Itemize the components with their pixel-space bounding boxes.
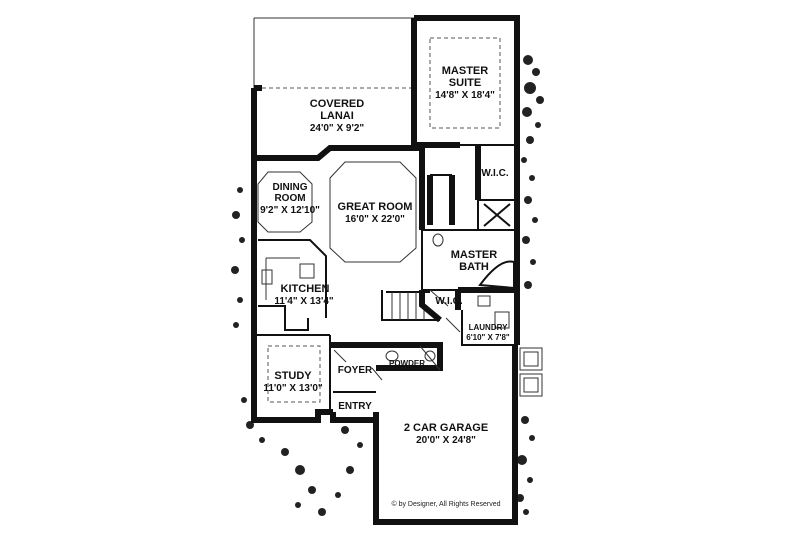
interior-walls	[254, 145, 517, 412]
dining-room-name-2: ROOM	[274, 193, 305, 204]
foyer-name: FOYER	[338, 365, 373, 376]
room-great-room: GREAT ROOM 16'0" X 22'0"	[338, 201, 413, 225]
room-wic-upper: W.I.C.	[481, 168, 508, 179]
entry-name: ENTRY	[338, 401, 372, 412]
room-foyer: FOYER	[338, 365, 373, 376]
covered-lanai-name-2: LANAI	[320, 110, 354, 122]
covered-lanai-outline	[251, 85, 414, 158]
room-entry: ENTRY	[338, 401, 372, 412]
master-bath-name-1: MASTER	[451, 249, 498, 261]
kitchen-size: 11'4" X 13'4"	[274, 296, 334, 307]
ac-units	[519, 347, 543, 397]
laundry-size: 6'10" X 7'8"	[466, 333, 510, 342]
landscaping-right	[516, 55, 544, 515]
great-room-size: 16'0" X 22'0"	[345, 214, 405, 225]
powder-name: POWDER	[389, 359, 425, 368]
kitchen-name: KITCHEN	[281, 283, 330, 295]
garage-size: 20'0" X 24'8"	[416, 435, 476, 446]
room-covered-lanai: COVERED LANAI 24'0" X 9'2"	[310, 98, 365, 134]
covered-lanai-name-1: COVERED	[310, 98, 364, 110]
great-room-name: GREAT ROOM	[338, 201, 413, 213]
dining-room-name-1: DINING	[273, 182, 308, 193]
master-suite-walls	[411, 15, 520, 150]
house-walls	[251, 142, 520, 525]
room-garage: 2 CAR GARAGE 20'0" X 24'8"	[404, 422, 488, 446]
wic-lower-name: W.I.C.	[435, 296, 462, 307]
laundry-name: LAUNDRY	[469, 323, 508, 332]
room-laundry: LAUNDRY 6'10" X 7'8"	[466, 323, 510, 342]
room-master-bath: MASTER BATH	[451, 249, 498, 273]
master-bath-name-2: BATH	[459, 261, 489, 273]
room-dining: DINING ROOM 9'2" X 12'10"	[260, 182, 320, 216]
master-suite-name-1: MASTER	[442, 65, 489, 77]
copyright-text: © by Designer, All Rights Reserved	[391, 500, 500, 508]
room-wic-lower: W.I.C.	[435, 296, 462, 307]
dining-room-size: 9'2" X 12'10"	[260, 205, 320, 216]
garage-name: 2 CAR GARAGE	[404, 422, 488, 434]
room-study: STUDY 11'0" X 13'0"	[263, 370, 323, 394]
study-size: 11'0" X 13'0"	[263, 383, 323, 394]
landscaping-left	[231, 187, 363, 516]
wic-upper-name: W.I.C.	[481, 168, 508, 179]
room-kitchen: KITCHEN 11'4" X 13'4"	[274, 283, 334, 307]
master-suite-name-2: SUITE	[449, 77, 481, 89]
room-master-suite: MASTER SUITE 14'8" X 18'4"	[435, 65, 495, 101]
pool-deck-outline	[253, 17, 414, 90]
covered-lanai-size: 24'0" X 9'2"	[310, 123, 365, 134]
study-name: STUDY	[274, 370, 312, 382]
room-powder: POWDER	[389, 359, 425, 368]
master-suite-size: 14'8" X 18'4"	[435, 90, 495, 101]
